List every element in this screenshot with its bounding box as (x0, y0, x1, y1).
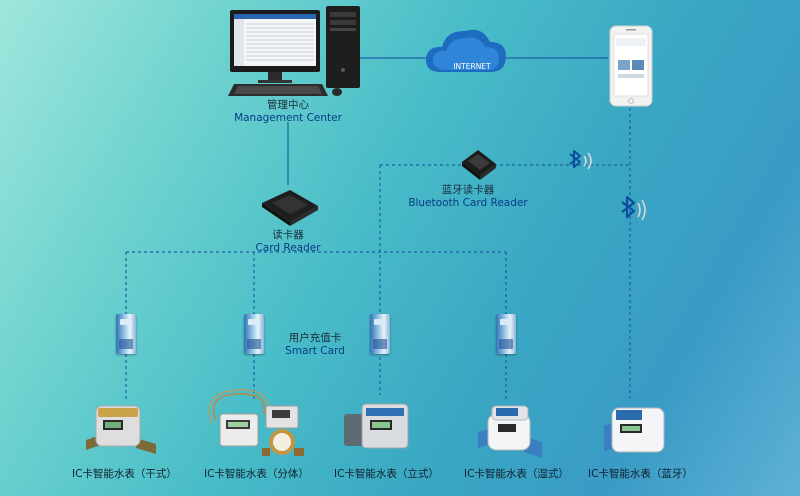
pc-tower-icon (326, 6, 360, 88)
bluetooth-icon (621, 195, 646, 221)
meter-label-split: IC卡智能水表（分体） (204, 468, 309, 480)
smartphone-icon (609, 25, 653, 107)
smart-card-cn: 用户充值卡 (288, 332, 342, 344)
management-center-en: Management Center (234, 112, 342, 124)
smart-card-icon (244, 314, 264, 354)
card-reader-en: Card Reader (255, 242, 321, 254)
water-meter-vertical-icon (344, 403, 409, 449)
card-reader-icon (262, 190, 318, 226)
water-meter-bluetooth-icon (604, 407, 665, 453)
smart-card-en: Smart Card (285, 345, 345, 357)
card-reader-cn: 读卡器 (272, 229, 304, 241)
meter-label-dry: IC卡智能水表（干式） (72, 468, 177, 480)
smart-card-icon (116, 314, 136, 354)
keyboard-icon (228, 84, 328, 96)
meter-label-vertical: IC卡智能水表（立式） (334, 468, 439, 480)
bluetooth-card-reader-icon (462, 150, 496, 180)
bluetooth-icon (569, 150, 592, 170)
management-center-cn: 管理中心 (267, 99, 309, 111)
bluetooth-card-reader-label: 蓝牙读卡器 Bluetooth Card Reader (392, 184, 544, 210)
smart-card-icon (496, 314, 516, 354)
meter-label-wet: IC卡智能水表（湿式） (464, 468, 569, 480)
water-meter-split-icon (208, 389, 304, 456)
management-center-label: 管理中心 Management Center (218, 99, 358, 125)
water-meter-wet-icon (478, 405, 542, 458)
monitor-icon (230, 10, 320, 83)
internet-label: INTERNET (453, 62, 491, 71)
smart-card-icon (370, 314, 390, 354)
water-meter-dry-icon (86, 405, 156, 454)
bluetooth-card-reader-cn: 蓝牙读卡器 (441, 184, 495, 196)
mouse-icon (332, 88, 342, 96)
bluetooth-card-reader-en: Bluetooth Card Reader (408, 197, 528, 209)
card-reader-label: 读卡器 Card Reader (240, 229, 336, 255)
meter-label-bluetooth: IC卡智能水表（蓝牙） (588, 468, 693, 480)
smart-card-label: 用户充值卡 Smart Card (272, 332, 358, 358)
cloud-icon (425, 29, 506, 72)
